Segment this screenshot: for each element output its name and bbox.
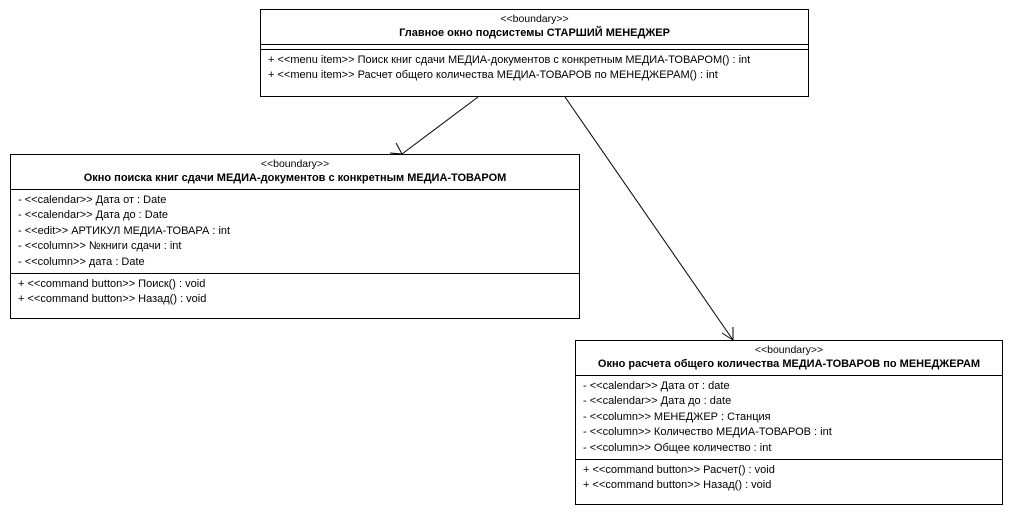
class-header: <<boundary>> Окно расчета общего количес… <box>576 341 1002 376</box>
operation-row: + <<command button>> Расчет() : void <box>583 464 775 477</box>
stereotype-label: <<boundary>> <box>754 344 824 356</box>
class-name: Главное окно подсистемы СТАРШИЙ МЕНЕДЖЕР <box>399 27 670 39</box>
operation-row: + <<command button>> Назад() : void <box>18 293 207 306</box>
association-main-to-calc <box>564 96 734 341</box>
class-name: Окно расчета общего количества МЕДИА-ТОВ… <box>597 358 981 370</box>
attribute-row: - <<calendar>> Дата до : date <box>583 395 732 408</box>
attribute-row: - <<column>> дата : Date <box>18 255 145 268</box>
operation-row: + <<command button>> Поиск() : void <box>18 278 206 291</box>
class-calc-window[interactable]: <<boundary>> Окно расчета общего количес… <box>575 340 1003 505</box>
attributes-compartment: - <<calendar>> Дата от : date - <<calend… <box>576 376 1002 461</box>
attribute-row: - <<column>> №книги сдачи : int <box>18 240 182 253</box>
attribute-row: - <<edit>> АРТИКУЛ МЕДИА-ТОВАРА : int <box>18 224 231 237</box>
class-main-window[interactable]: <<boundary>> Главное окно подсистемы СТА… <box>260 9 809 97</box>
attribute-row: - <<column>> МЕНЕДЖЕР : Станция <box>583 410 771 423</box>
attribute-row: - <<calendar>> Дата от : date <box>583 380 730 392</box>
association-main-to-search <box>401 96 479 155</box>
operation-row: + <<menu item>> Расчет общего количества… <box>268 69 718 82</box>
operations-compartment: + <<menu item>> Поиск книг сдачи МЕДИА-д… <box>261 50 808 87</box>
operations-compartment: + <<command button>> Поиск() : void + <<… <box>11 274 579 311</box>
class-header: <<boundary>> Главное окно подсистемы СТА… <box>261 10 808 45</box>
attributes-compartment: - <<calendar>> Дата от : Date - <<calend… <box>11 190 579 275</box>
arrowhead-search <box>389 142 403 155</box>
operation-row: + <<menu item>> Поиск книг сдачи МЕДИА-д… <box>268 54 751 66</box>
attribute-row: - <<calendar>> Дата от : Date <box>18 194 167 206</box>
class-header: <<boundary>> Окно поиска книг сдачи МЕДИ… <box>11 155 579 190</box>
class-search-window[interactable]: <<boundary>> Окно поиска книг сдачи МЕДИ… <box>10 154 580 319</box>
attribute-row: - <<calendar>> Дата до : Date <box>18 209 169 222</box>
operation-row: + <<command button>> Назад() : void <box>583 479 772 492</box>
attribute-row: - <<column>> Количество МЕДИА-ТОВАРОВ : … <box>583 426 832 439</box>
operations-compartment: + <<command button>> Расчет() : void + <… <box>576 460 1002 497</box>
attribute-row: - <<column>> Общее количество : int <box>583 441 772 454</box>
class-name: Окно поиска книг сдачи МЕДИА-документов … <box>83 172 507 184</box>
stereotype-label: <<boundary>> <box>500 13 569 25</box>
stereotype-label: <<boundary>> <box>260 158 330 170</box>
attributes-compartment <box>261 45 808 50</box>
